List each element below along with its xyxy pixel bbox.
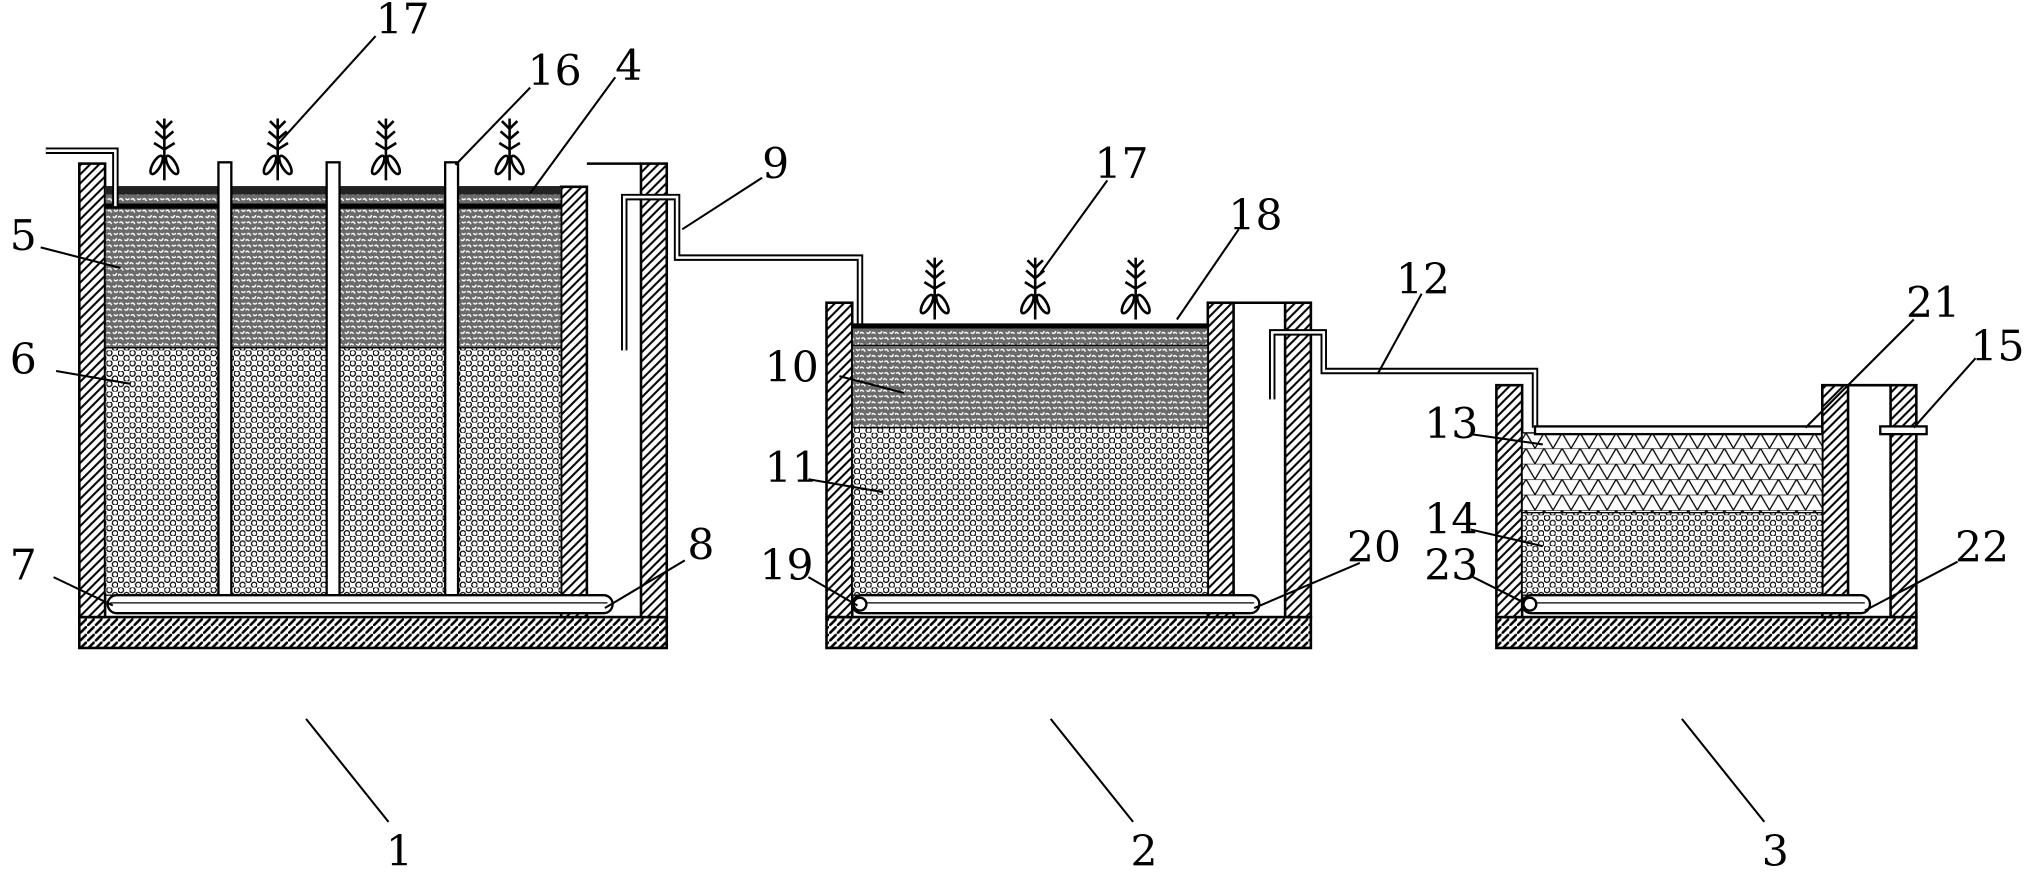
unit-3-wall-inner [1821,383,1850,619]
aeration-pipe-16c [444,161,460,605]
unit-3-wall-left [1495,383,1524,619]
filler-layer-11 [851,427,1209,596]
label-4: 4 [615,42,642,91]
label-21: 21 [1906,279,1960,328]
labels: 17 16 4 5 6 7 8 9 17 18 10 11 19 20 12 2… [10,0,2024,876]
unit-1-base [78,615,669,650]
unit-3-base [1495,615,1918,650]
label-22: 22 [1955,524,2009,573]
label-5: 5 [10,212,37,261]
collection-pipe-8 [106,594,614,615]
unit-1-wall-inner [559,185,589,619]
label-11: 11 [765,444,819,493]
label-1: 1 [386,828,413,876]
collection-pipe-20 [851,594,1261,615]
label-9: 9 [762,140,789,189]
gravel-layer-10 [851,344,1209,429]
label-7: 7 [10,542,37,591]
label-18: 18 [1228,191,1282,240]
collection-pipe-22 [1520,594,1872,615]
unit-1-wall-right [639,162,669,619]
unit-1 [45,118,864,650]
label-19: 19 [760,542,814,591]
label-13: 13 [1424,400,1478,449]
label-15: 15 [1970,323,2024,372]
label-10: 10 [765,343,819,392]
label-12: 12 [1396,256,1450,305]
plants-unit-1 [149,118,525,181]
label-8: 8 [687,521,714,570]
outlet-pipe-15 [1879,425,1928,436]
unit-3-wall-right [1889,383,1918,619]
label-17a: 17 [376,0,430,44]
label-17b: 17 [1094,140,1148,189]
leader-lines [40,35,1977,823]
unit-2-wall-right [1283,301,1313,619]
unit-2-wall-inner [1206,301,1235,619]
unit-2 [825,257,1539,650]
distribution-pipe-21 [1533,425,1824,436]
unit-2-wall-left [825,301,854,619]
plants-unit-2 [919,257,1151,320]
unit-2-base [825,615,1313,650]
label-3: 3 [1762,828,1789,876]
unit-1-wall-left [78,162,107,619]
aeration-pipe-16b [325,161,341,605]
label-6: 6 [10,336,37,385]
filler-layer-14 [1521,512,1823,596]
label-23: 23 [1424,542,1478,591]
aeration-pipe-16a [217,161,233,605]
label-14: 14 [1424,495,1478,544]
topsoil-18 [851,325,1209,346]
label-20: 20 [1347,524,1401,573]
filter-layer-13 [1521,432,1823,514]
unit-3 [1495,383,1928,650]
label-2: 2 [1131,828,1158,876]
label-16: 16 [528,47,582,96]
